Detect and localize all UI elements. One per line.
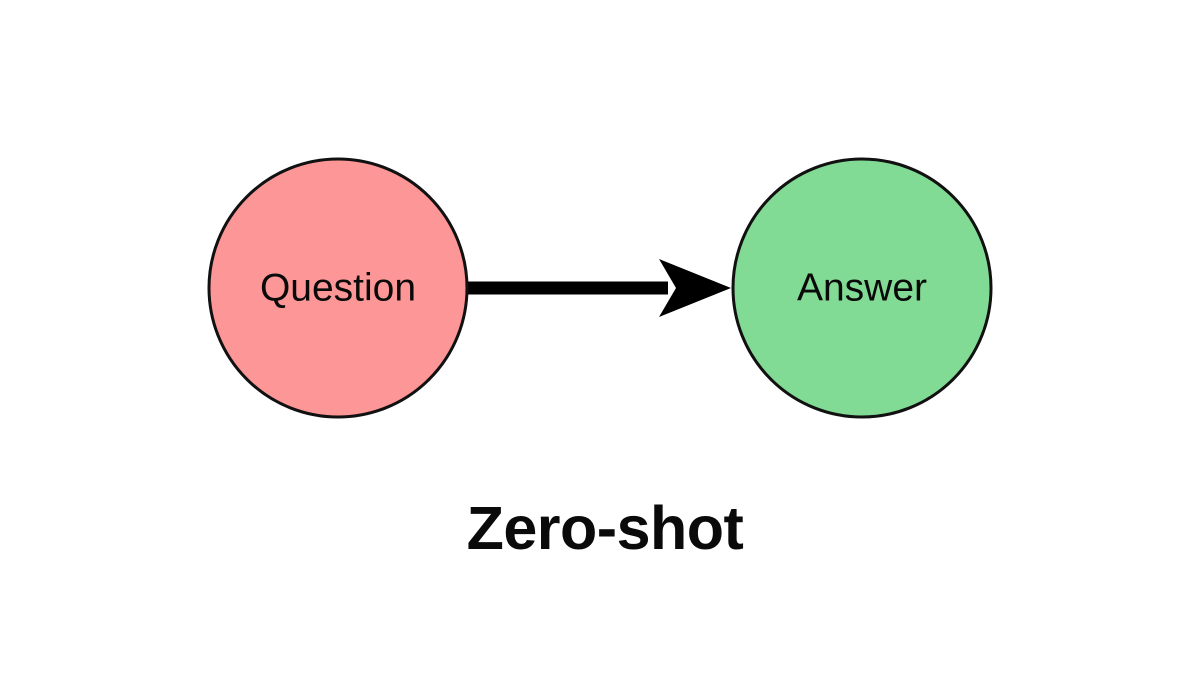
question-label: Question xyxy=(260,266,416,309)
node-question[interactable]: Question xyxy=(207,157,469,419)
answer-label: Answer xyxy=(797,266,927,309)
figure-caption: Zero-shot xyxy=(467,494,744,562)
question-circle[interactable] xyxy=(207,157,469,419)
arrowhead-icon xyxy=(659,259,731,317)
answer-circle[interactable] xyxy=(731,157,993,419)
node-answer[interactable]: Answer xyxy=(731,157,993,419)
edge-question-to-answer xyxy=(468,259,731,317)
